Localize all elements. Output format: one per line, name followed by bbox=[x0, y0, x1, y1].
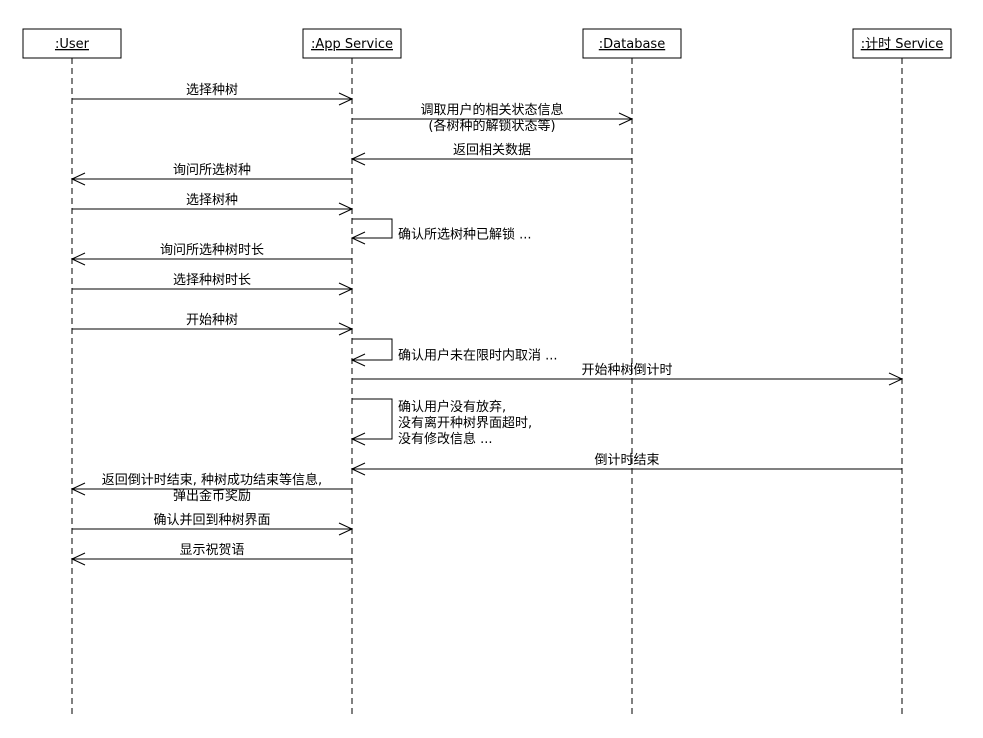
message-label: 倒计时结束 bbox=[594, 453, 659, 468]
message: 询问所选树种 bbox=[70, 163, 352, 186]
lifeline-box bbox=[302, 28, 402, 59]
arrowhead bbox=[338, 92, 354, 106]
arrowhead bbox=[338, 322, 354, 336]
message: 询问所选种树时长 bbox=[70, 243, 352, 266]
arrowhead bbox=[350, 231, 366, 245]
message: 确认用户没有放弃,没有离开种树界面超时,没有修改信息 ... bbox=[350, 398, 532, 447]
message-label: 显示祝贺语 bbox=[179, 543, 244, 558]
message-label: 弹出金币奖励 bbox=[173, 488, 251, 504]
arrowhead bbox=[338, 522, 354, 536]
lifeline-box bbox=[852, 28, 952, 59]
arrowhead bbox=[70, 252, 86, 266]
message: 选择种树 bbox=[72, 83, 354, 106]
message: 选择树种 bbox=[72, 193, 354, 216]
message: 倒计时结束 bbox=[350, 453, 902, 476]
lifeline-box bbox=[22, 28, 122, 59]
message-label: 开始种树 bbox=[186, 313, 238, 328]
arrowhead bbox=[350, 462, 366, 476]
arrowhead bbox=[338, 202, 354, 216]
lifeline-db: :Database bbox=[582, 28, 682, 718]
message-label: 询问所选树种 bbox=[173, 163, 251, 178]
message: 返回相关数据 bbox=[350, 143, 632, 166]
message-label: 选择种树时长 bbox=[173, 273, 251, 288]
message: 确认所选树种已解锁 ... bbox=[350, 218, 532, 245]
arrowhead bbox=[350, 152, 366, 166]
message-label: 确认用户没有放弃, bbox=[398, 399, 506, 415]
lifeline-box bbox=[582, 28, 682, 59]
lifeline-name: :App Service bbox=[311, 37, 393, 52]
message-label: 选择种树 bbox=[186, 83, 238, 98]
message: 调取用户的相关状态信息(各树种的解锁状态等) bbox=[352, 102, 634, 134]
arrowhead bbox=[70, 552, 86, 566]
arrowhead bbox=[618, 112, 634, 126]
message-label: 返回倒计时结束, 种树成功结束等信息, bbox=[102, 472, 322, 488]
message-label: 确认所选树种已解锁 ... bbox=[398, 227, 532, 243]
message-label: 没有修改信息 ... bbox=[398, 431, 493, 447]
lifeline-name: :User bbox=[55, 37, 90, 52]
arrowhead bbox=[350, 353, 366, 367]
message-label: 确认并回到种树界面 bbox=[153, 513, 270, 528]
lifeline-user: :User bbox=[22, 28, 122, 718]
message: 确认并回到种树界面 bbox=[72, 513, 354, 536]
self-message-line bbox=[352, 338, 393, 361]
arrowhead bbox=[350, 432, 366, 446]
message-label: 选择树种 bbox=[186, 193, 238, 208]
lifeline-app: :App Service bbox=[302, 28, 402, 718]
arrowhead bbox=[70, 482, 86, 496]
message: 开始种树倒计时 bbox=[352, 363, 904, 386]
self-message-line bbox=[352, 218, 393, 239]
lifeline-name: :计时 Service bbox=[861, 37, 944, 52]
message: 确认用户未在限时内取消 ... bbox=[350, 338, 558, 367]
lifeline-timer: :计时 Service bbox=[852, 28, 952, 718]
message: 返回倒计时结束, 种树成功结束等信息,弹出金币奖励 bbox=[70, 472, 352, 504]
message-label: 没有离开种树界面超时, bbox=[398, 415, 532, 431]
message-label: 返回相关数据 bbox=[453, 143, 531, 158]
message-label: (各树种的解锁状态等) bbox=[428, 118, 555, 134]
message-label: 询问所选种树时长 bbox=[160, 243, 264, 258]
arrowhead bbox=[888, 372, 904, 386]
message: 显示祝贺语 bbox=[70, 543, 352, 566]
arrowhead bbox=[338, 282, 354, 296]
message-label: 调取用户的相关状态信息 bbox=[420, 102, 563, 118]
self-message-line bbox=[352, 398, 393, 440]
message: 开始种树 bbox=[72, 313, 354, 336]
message-label: 开始种树倒计时 bbox=[581, 363, 672, 378]
message: 选择种树时长 bbox=[72, 273, 354, 296]
lifeline-name: :Database bbox=[599, 37, 665, 52]
arrowhead bbox=[70, 172, 86, 186]
message-label: 确认用户未在限时内取消 ... bbox=[398, 348, 558, 364]
